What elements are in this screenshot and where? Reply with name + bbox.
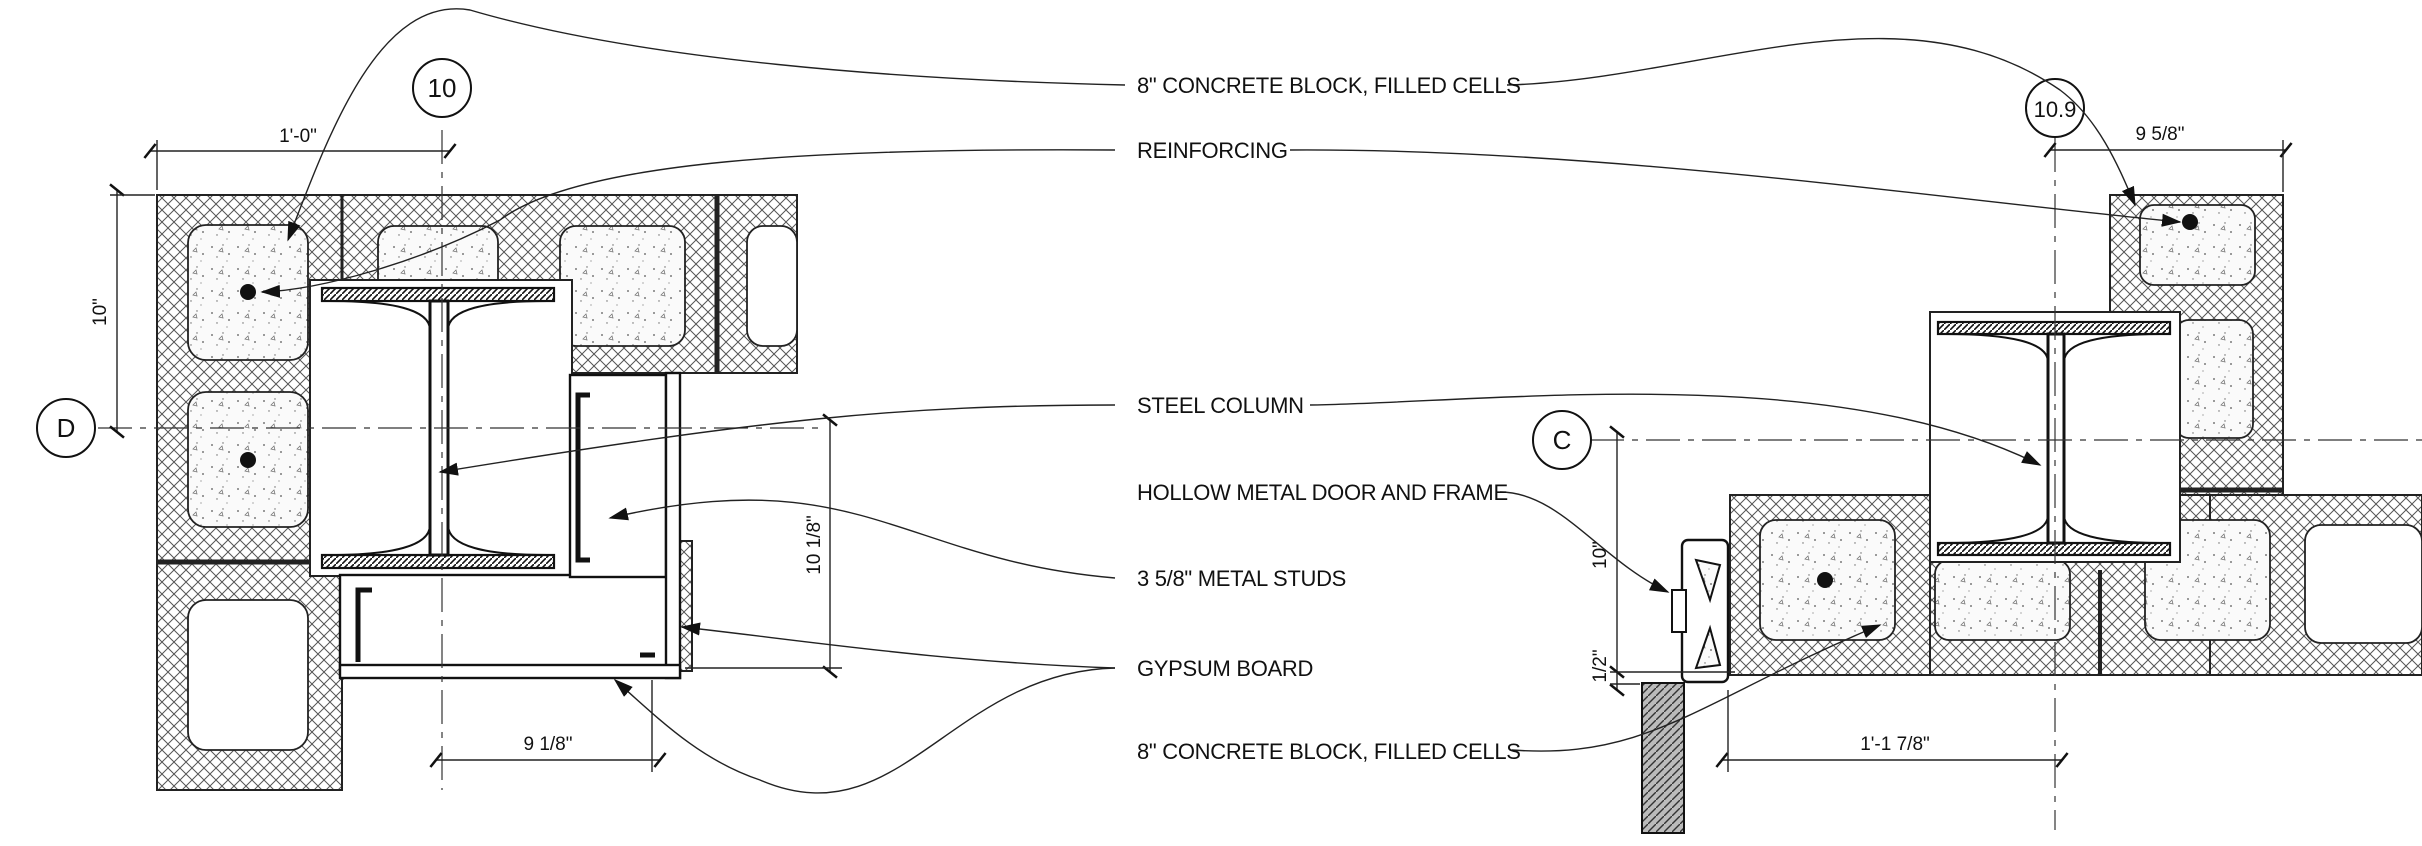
dim-left-bottom: 9 1/8"	[523, 734, 572, 755]
grid-bubble-c: C	[1532, 410, 1592, 470]
right-detail	[1641, 194, 2422, 834]
note-hollow-metal-door: HOLLOW METAL DOOR AND FRAME	[1137, 480, 1508, 505]
dimension-lines	[109, 140, 2293, 772]
svg-text:10.9: 10.9	[2034, 97, 2077, 122]
note-gypsum-board: GYPSUM BOARD	[1137, 656, 1313, 681]
grid-bubble-10: 10	[412, 58, 472, 118]
dim-left-right: 10 1/8"	[804, 515, 825, 575]
left-stud-wall	[338, 371, 682, 680]
note-reinforcing: REINFORCING	[1137, 138, 1288, 163]
note-metal-studs: 3 5/8" METAL STUDS	[1137, 566, 1346, 591]
right-door-frame	[1641, 538, 1730, 834]
dim-right-bottom: 1'-1 7/8"	[1860, 734, 1930, 755]
annotation-notes: 8" CONCRETE BLOCK, FILLED CELLS REINFORC…	[1137, 73, 1521, 764]
grid-bubble-d: D	[36, 398, 96, 458]
svg-text:C: C	[1553, 425, 1572, 455]
svg-text:D: D	[57, 413, 76, 443]
svg-text:10: 10	[428, 73, 457, 103]
dim-right-side: 10"	[1590, 541, 1611, 569]
grid-bubble-10-9: 10.9	[2025, 78, 2085, 138]
dim-right-half: 1/2"	[1590, 649, 1611, 682]
dimension-labels: 1'-0" 10" 10 1/8" 9 1/8" 9 5/8" 10" 1/2"…	[90, 124, 2185, 755]
leader-lines	[260, 8, 2182, 794]
dim-left-top: 1'-0"	[279, 126, 317, 147]
grid-lines	[98, 130, 2422, 830]
note-concrete-block-bottom: 8" CONCRETE BLOCK, FILLED CELLS	[1137, 739, 1521, 764]
note-steel-column: STEEL COLUMN	[1137, 393, 1304, 418]
note-concrete-block-top: 8" CONCRETE BLOCK, FILLED CELLS	[1137, 73, 1521, 98]
dim-left-side: 10"	[90, 298, 111, 326]
dim-right-top: 9 5/8"	[2135, 124, 2184, 145]
left-detail	[156, 194, 798, 791]
